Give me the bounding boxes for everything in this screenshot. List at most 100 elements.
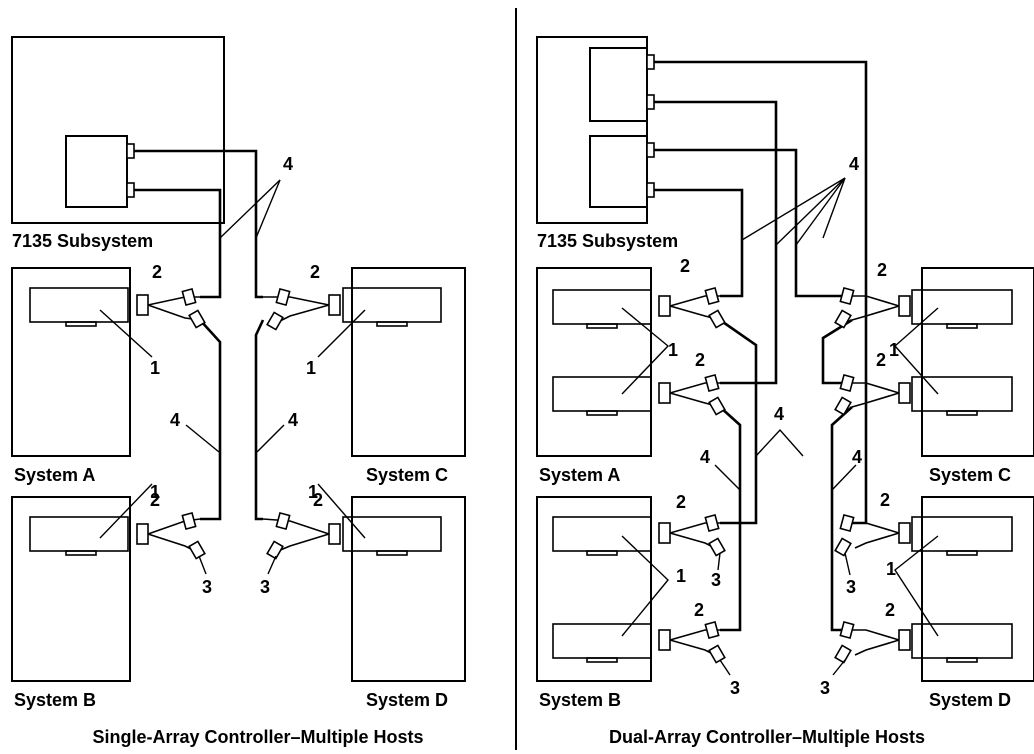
right-controller-port bbox=[646, 182, 655, 198]
right-callout-2: 2 bbox=[885, 600, 895, 620]
left-controller-port bbox=[126, 143, 135, 159]
right-terminator bbox=[708, 644, 726, 664]
right-callout-1: 1 bbox=[668, 340, 678, 360]
left-terminator bbox=[188, 540, 206, 560]
right-y-cable bbox=[834, 620, 900, 664]
left-system-b bbox=[11, 496, 131, 682]
right-system-c bbox=[921, 267, 1034, 457]
right-callout-4: 4 bbox=[700, 447, 710, 467]
right-adapter bbox=[552, 289, 671, 329]
left-system-d-label: System D bbox=[366, 690, 448, 710]
right-system-d-label: System D bbox=[929, 690, 1011, 710]
right-controller-port bbox=[646, 54, 655, 70]
right-callout-2: 2 bbox=[880, 490, 890, 510]
right-terminator bbox=[834, 644, 852, 664]
right-callout-2: 2 bbox=[694, 600, 704, 620]
left-callout-1-leader bbox=[99, 483, 153, 539]
right-callout-1-leader bbox=[621, 535, 669, 637]
left-callout-3: 3 bbox=[202, 577, 212, 597]
right-adapter bbox=[898, 289, 1013, 329]
right-cable bbox=[719, 406, 742, 632]
left-panel: 7135 Subsystem System A System B System … bbox=[11, 36, 466, 747]
right-callout-3-leader bbox=[844, 552, 851, 576]
right-callout-2: 2 bbox=[676, 492, 686, 512]
right-y-cable bbox=[669, 373, 726, 416]
right-callout-4-leader bbox=[741, 177, 846, 246]
left-y-cable bbox=[263, 287, 330, 331]
left-callout-1: 1 bbox=[306, 358, 316, 378]
left-adapter bbox=[328, 287, 442, 327]
left-system-d bbox=[351, 496, 466, 682]
left-callout-1: 1 bbox=[150, 358, 160, 378]
left-adapter bbox=[29, 287, 149, 327]
right-callout-4-leader bbox=[755, 428, 804, 457]
right-system-a bbox=[536, 267, 652, 457]
right-adapter bbox=[552, 516, 671, 556]
right-callout-4-leader bbox=[714, 464, 741, 491]
right-array-controller bbox=[589, 47, 648, 122]
left-callout-4: 4 bbox=[170, 410, 180, 430]
left-system-c bbox=[351, 267, 466, 457]
right-cable bbox=[654, 188, 744, 298]
right-callout-1: 1 bbox=[676, 566, 686, 586]
right-callout-2: 2 bbox=[876, 350, 886, 370]
left-callout-4: 4 bbox=[283, 154, 293, 174]
right-caption: Dual-Array Controller–Multiple Hosts bbox=[609, 727, 925, 747]
right-system-a-label: System A bbox=[539, 465, 620, 485]
right-controller-port bbox=[646, 94, 655, 110]
left-controller-port bbox=[126, 182, 135, 198]
left-cable bbox=[134, 149, 263, 299]
left-system-a bbox=[11, 267, 131, 457]
left-cable bbox=[134, 188, 222, 299]
right-cable bbox=[719, 318, 758, 525]
left-callout-3: 3 bbox=[260, 577, 270, 597]
right-callout-4-leader bbox=[822, 177, 846, 239]
right-controller-port bbox=[646, 142, 655, 158]
right-cable bbox=[654, 100, 778, 385]
left-callout-4: 4 bbox=[288, 410, 298, 430]
right-7135-subsystem bbox=[536, 36, 648, 224]
right-y-cable bbox=[834, 286, 900, 329]
right-system-b-label: System B bbox=[539, 690, 621, 710]
right-callout-3: 3 bbox=[820, 678, 830, 698]
left-cable bbox=[254, 319, 265, 521]
right-callout-1-leader bbox=[894, 535, 939, 637]
right-system-b bbox=[536, 496, 652, 682]
right-terminator bbox=[834, 537, 852, 557]
left-y-cable bbox=[262, 511, 330, 560]
left-callout-2: 2 bbox=[313, 490, 323, 510]
right-callout-3: 3 bbox=[730, 678, 740, 698]
left-callout-1-leader bbox=[99, 309, 153, 358]
right-adapter bbox=[552, 376, 671, 416]
right-callout-2: 2 bbox=[877, 260, 887, 280]
right-callout-1: 1 bbox=[886, 559, 896, 579]
right-array-controller bbox=[589, 135, 648, 208]
right-callout-2: 2 bbox=[680, 256, 690, 276]
left-callout-4-leader bbox=[256, 424, 285, 453]
left-caption: Single-Array Controller–Multiple Hosts bbox=[92, 727, 423, 747]
left-system-a-label: System A bbox=[14, 465, 95, 485]
right-callout-4: 4 bbox=[852, 447, 862, 467]
left-system-c-label: System C bbox=[366, 465, 448, 485]
left-cable bbox=[199, 319, 222, 521]
left-terminator bbox=[266, 540, 284, 560]
left-adapter bbox=[328, 516, 442, 556]
right-callout-3-leader bbox=[832, 659, 846, 676]
right-panel: 7135 Subsystem System A System B System … bbox=[536, 36, 1034, 747]
right-system-c-label: System C bbox=[929, 465, 1011, 485]
right-callout-4-leader bbox=[795, 177, 846, 246]
left-y-cable bbox=[147, 511, 206, 560]
right-callout-1-leader bbox=[621, 307, 670, 395]
right-callout-3-leader bbox=[719, 659, 731, 676]
left-callout-1: 1 bbox=[308, 482, 318, 502]
right-y-cable bbox=[669, 286, 726, 329]
right-y-cable bbox=[834, 513, 900, 557]
right-callout-4: 4 bbox=[774, 404, 784, 424]
left-y-cable bbox=[147, 287, 206, 329]
left-callout-4-leader bbox=[219, 179, 281, 239]
right-callout-4-leader bbox=[831, 464, 857, 491]
left-7135-subsystem bbox=[11, 36, 225, 224]
right-adapter bbox=[898, 516, 1013, 556]
right-callout-1: 1 bbox=[889, 340, 899, 360]
